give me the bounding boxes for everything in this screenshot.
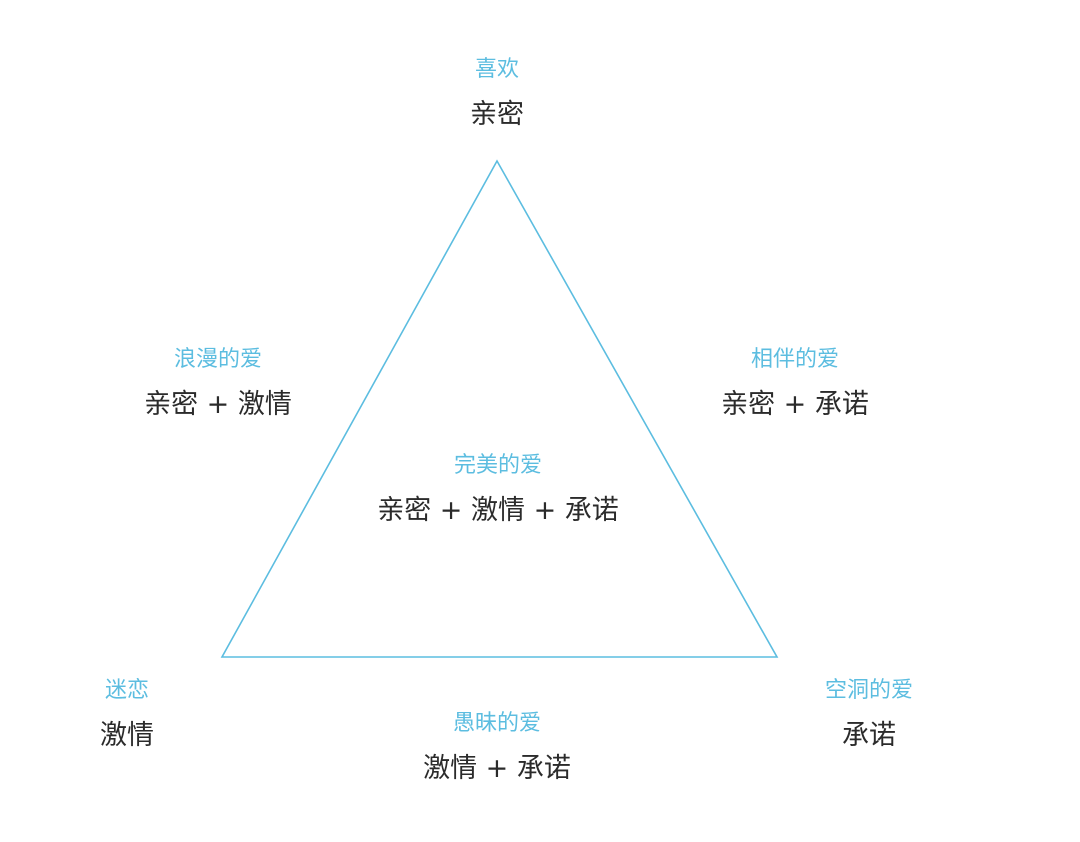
node-bottom-right-desc: 承诺 bbox=[841, 720, 896, 751]
node-bottom-left: 迷恋 激情 bbox=[100, 676, 154, 754]
node-top-desc: 亲密 bbox=[470, 99, 524, 130]
triangle-shape bbox=[220, 159, 779, 658]
node-right-desc: 亲密 + 承诺 bbox=[721, 389, 869, 420]
node-bottom-left-desc: 激情 bbox=[100, 720, 154, 751]
node-center-title: 完美的爱 bbox=[453, 453, 543, 478]
node-center-desc: 亲密 + 激情 + 承诺 bbox=[377, 495, 619, 526]
node-top-title: 喜欢 bbox=[474, 57, 519, 82]
node-right-title: 相伴的爱 bbox=[750, 347, 840, 372]
node-bottom-desc: 激情 + 承诺 bbox=[423, 753, 571, 784]
node-bottom-right-title: 空洞的爱 bbox=[824, 678, 914, 703]
node-right: 相伴的爱 亲密 + 承诺 bbox=[721, 345, 869, 423]
node-top: 喜欢 亲密 bbox=[470, 55, 524, 133]
node-left: 浪漫的爱 亲密 + 激情 bbox=[144, 345, 292, 423]
node-bottom-title: 愚昧的爱 bbox=[452, 711, 542, 736]
node-bottom: 愚昧的爱 激情 + 承诺 bbox=[423, 709, 571, 787]
node-left-title: 浪漫的爱 bbox=[173, 347, 263, 372]
node-bottom-right: 空洞的爱 承诺 bbox=[825, 676, 913, 754]
node-left-desc: 亲密 + 激情 bbox=[144, 389, 292, 420]
node-center: 完美的爱 亲密 + 激情 + 承诺 bbox=[377, 451, 619, 529]
node-bottom-left-title: 迷恋 bbox=[104, 678, 149, 703]
